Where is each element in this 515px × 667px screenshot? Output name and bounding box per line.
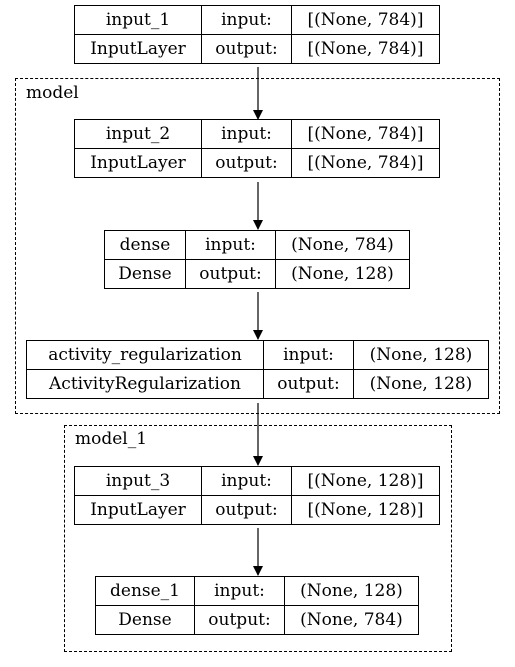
node-input-1-name: input_1 <box>74 5 202 35</box>
node-activity-regularization-in-label: input: <box>263 340 354 370</box>
node-activity-regularization-type: ActivityRegularization <box>26 369 264 399</box>
node-dense-1-in-label: input: <box>194 576 285 606</box>
node-dense-in-label: input: <box>185 230 276 260</box>
node-dense-1-name: dense_1 <box>95 576 195 606</box>
node-input-3-out-label: output: <box>201 495 292 525</box>
node-input-2-out-value: [(None, 784)] <box>291 148 440 178</box>
node-input-3-in-value: [(None, 128)] <box>291 466 440 496</box>
cluster-model-label: model <box>26 83 79 103</box>
node-input-3-type: InputLayer <box>74 495 202 525</box>
node-dense: dense input: (None, 784) Dense output: (… <box>104 230 410 289</box>
node-input-3: input_3 input: [(None, 128)] InputLayer … <box>74 466 440 525</box>
node-input-3-name: input_3 <box>74 466 202 496</box>
node-dense-1: dense_1 input: (None, 128) Dense output:… <box>95 576 419 635</box>
node-activity-regularization-name: activity_regularization <box>26 340 264 370</box>
node-dense-1-out-value: (None, 784) <box>284 605 419 635</box>
node-activity-regularization-out-value: (None, 128) <box>353 369 489 399</box>
node-dense-in-value: (None, 784) <box>275 230 410 260</box>
cluster-model-1-label: model_1 <box>75 429 148 449</box>
node-input-2: input_2 input: [(None, 784)] InputLayer … <box>74 119 440 178</box>
node-input-1-out-value: [(None, 784)] <box>291 34 440 64</box>
node-input-3-out-value: [(None, 128)] <box>291 495 440 525</box>
node-dense-out-value: (None, 128) <box>275 259 410 289</box>
node-dense-type: Dense <box>104 259 186 289</box>
node-input-2-name: input_2 <box>74 119 202 149</box>
node-input-2-type: InputLayer <box>74 148 202 178</box>
node-input-2-in-label: input: <box>201 119 292 149</box>
node-dense-1-type: Dense <box>95 605 195 635</box>
node-input-1-out-label: output: <box>201 34 292 64</box>
node-activity-regularization-out-label: output: <box>263 369 354 399</box>
node-input-2-in-value: [(None, 784)] <box>291 119 440 149</box>
node-input-2-out-label: output: <box>201 148 292 178</box>
node-dense-name: dense <box>104 230 186 260</box>
node-input-3-in-label: input: <box>201 466 292 496</box>
node-input-1-in-label: input: <box>201 5 292 35</box>
node-activity-regularization-in-value: (None, 128) <box>353 340 489 370</box>
node-input-1: input_1 input: [(None, 784)] InputLayer … <box>74 5 440 64</box>
node-input-1-type: InputLayer <box>74 34 202 64</box>
node-dense-out-label: output: <box>185 259 276 289</box>
node-activity-regularization: activity_regularization input: (None, 12… <box>26 340 489 399</box>
node-input-1-in-value: [(None, 784)] <box>291 5 440 35</box>
node-dense-1-out-label: output: <box>194 605 285 635</box>
node-dense-1-in-value: (None, 128) <box>284 576 419 606</box>
